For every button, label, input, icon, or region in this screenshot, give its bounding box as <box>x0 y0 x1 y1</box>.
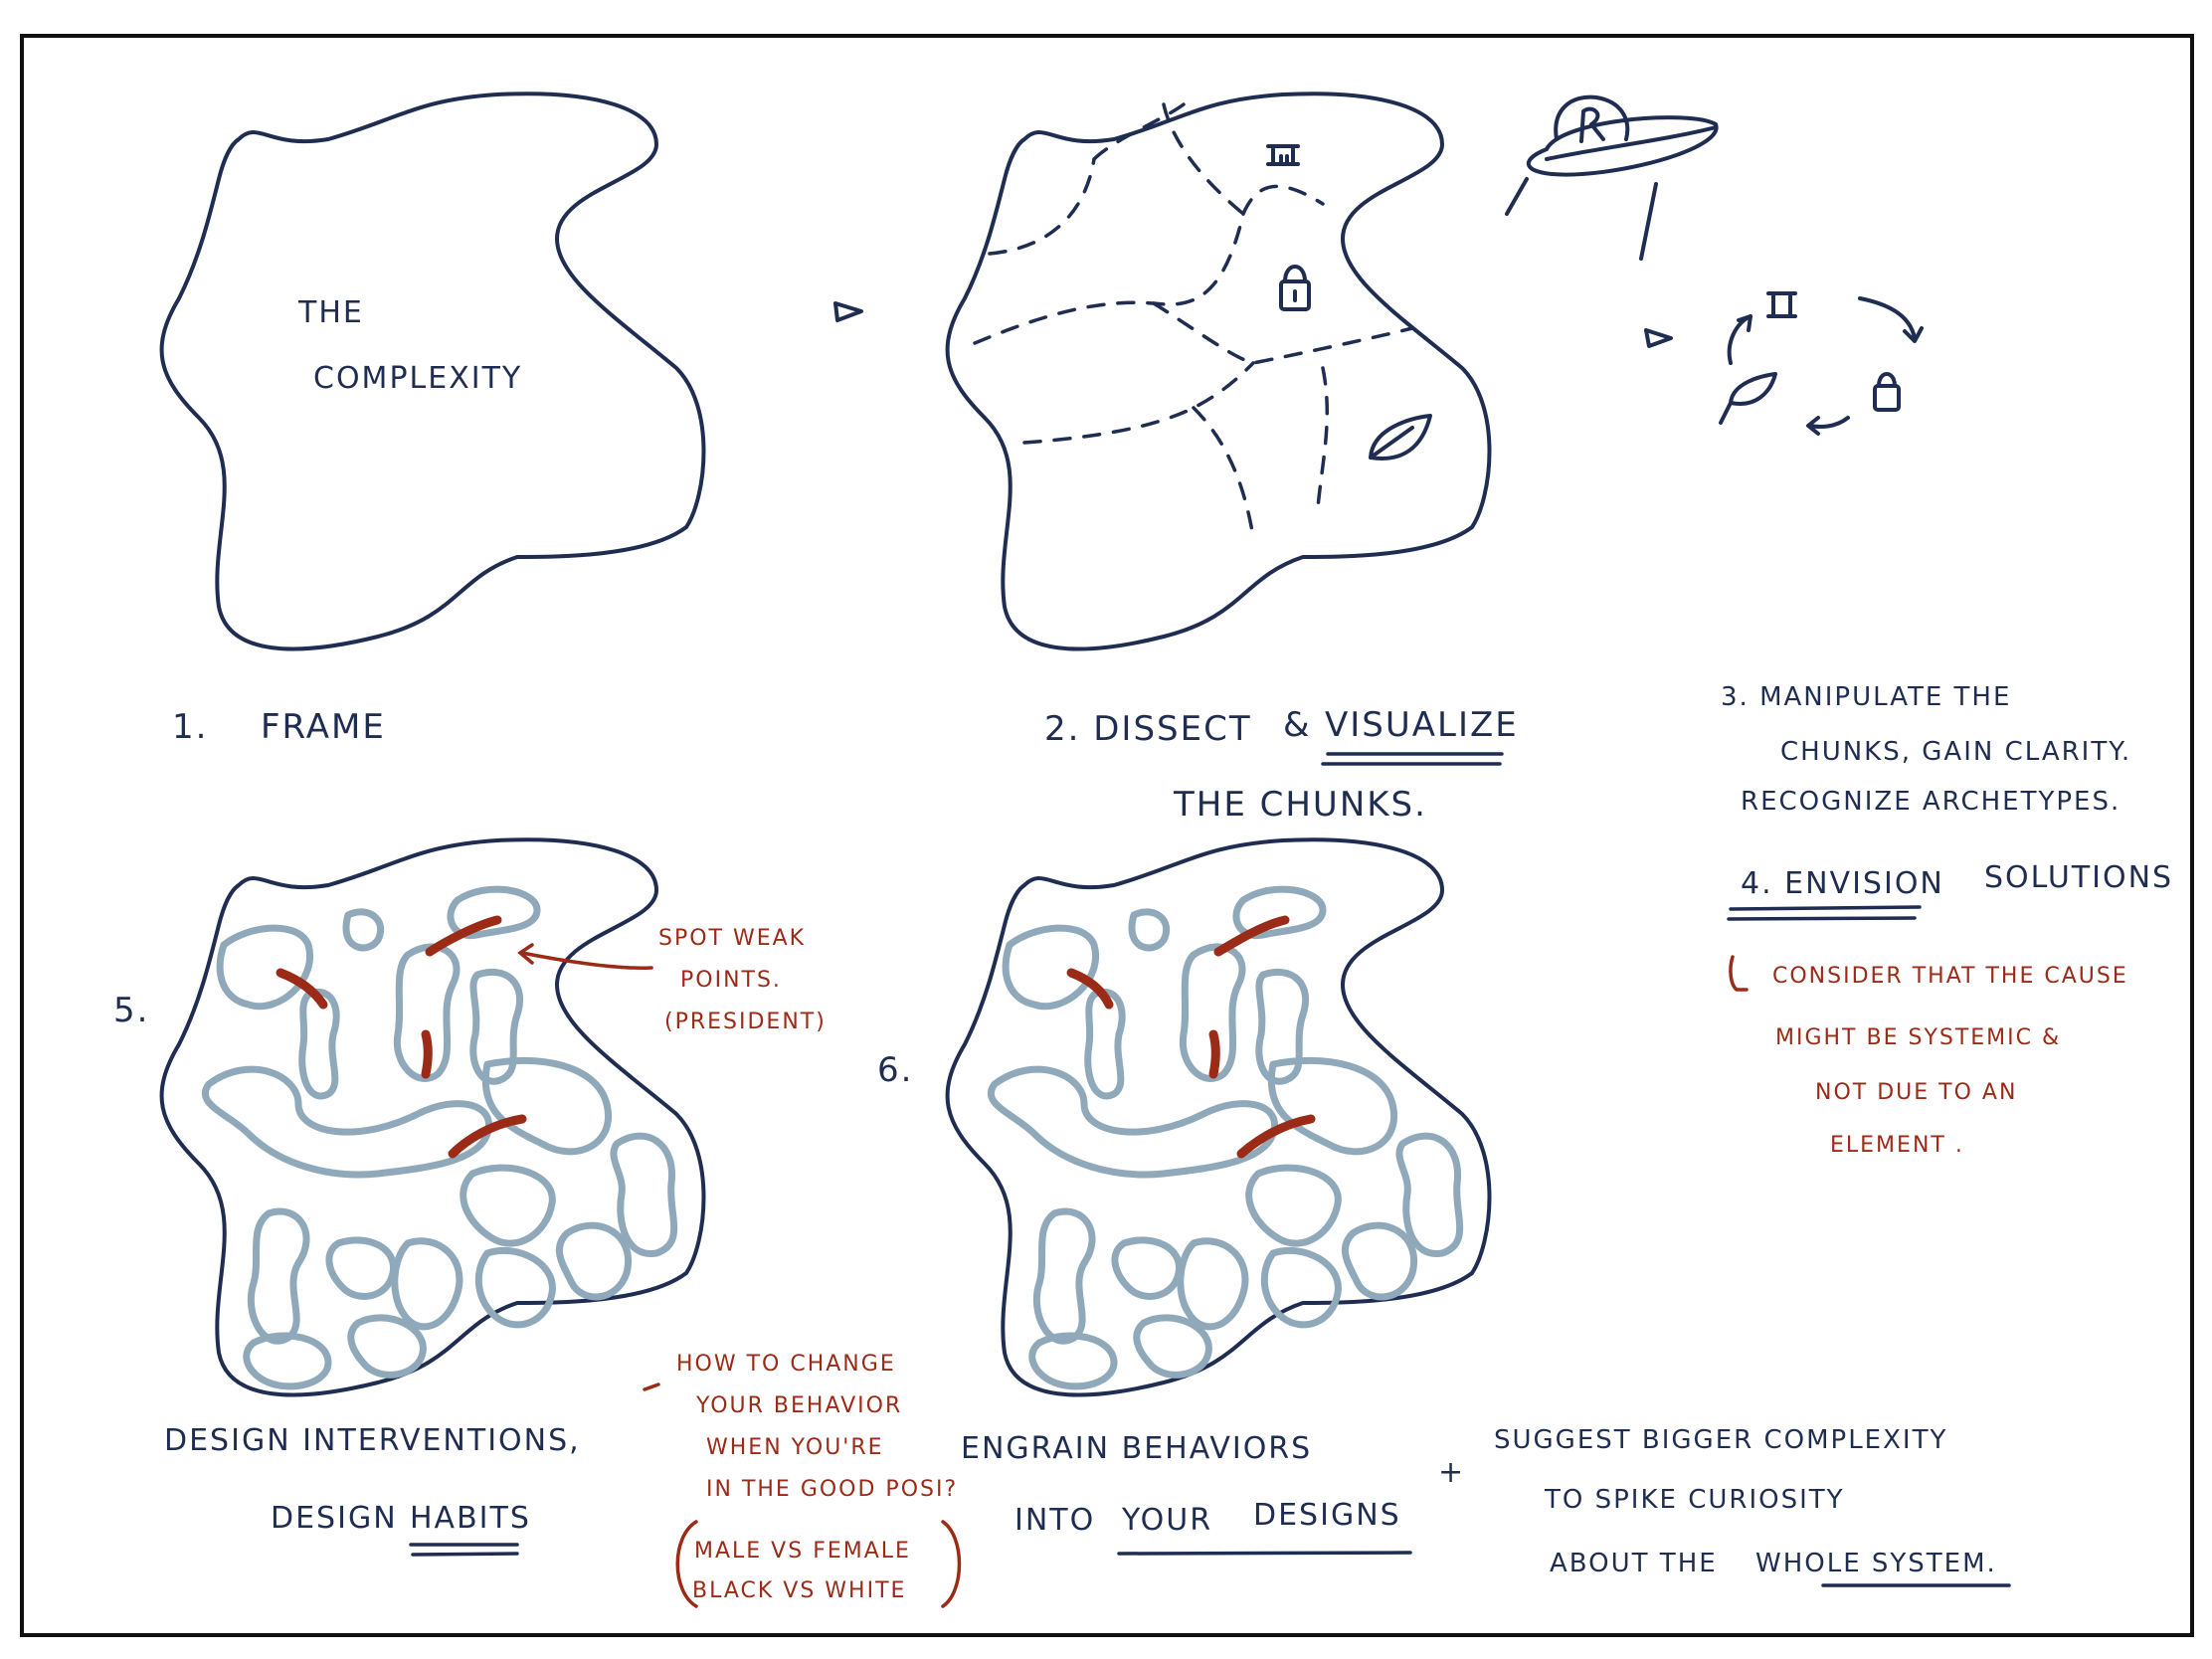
play-arrow-icon <box>1644 328 1673 348</box>
leaf-icon <box>1369 414 1432 461</box>
designs-underline <box>1117 1551 1412 1556</box>
paren-right <box>941 1520 962 1608</box>
step-6-caption-designs: DESIGNS <box>1253 1498 1401 1533</box>
bigger-complexity-line2: TO SPIKE CURIOSITY <box>1545 1485 1845 1515</box>
behavior-note-paren2: BLACK VS WHITE <box>692 1578 907 1603</box>
step-4-solutions: SOLUTIONS <box>1984 860 2174 895</box>
step-6-caption-your: YOUR <box>1122 1503 1213 1538</box>
step-5-caption-habits: HABITS <box>410 1501 531 1536</box>
weak-points-line1: SPOT WEAK <box>658 926 807 951</box>
complexity-label-line1: THE <box>298 295 364 330</box>
step-4-note-line1: CONSIDER THAT THE CAUSE <box>1772 964 2128 989</box>
step-4-note-line2: MIGHT BE SYSTEMIC & <box>1775 1025 2062 1050</box>
behavior-note-line4: IN THE GOOD POSI? <box>706 1477 959 1502</box>
panel-6-behaviors-shape <box>945 837 1492 1397</box>
step-6-caption-line1: ENGRAIN BEHAVIORS <box>961 1431 1313 1466</box>
panel-5-weak-points-shape <box>159 837 706 1397</box>
step-3-line1: 3. MANIPULATE THE <box>1721 682 2012 712</box>
lock-icon <box>1279 265 1311 311</box>
play-arrow-icon <box>833 301 863 322</box>
step-4-note-line4: ELEMENT . <box>1830 1133 1964 1158</box>
step-3-line2: CHUNKS, GAIN CLARITY. <box>1780 737 2132 767</box>
bigger-complexity-whole-system: WHOLE SYSTEM. <box>1755 1549 1997 1578</box>
bigger-complexity-line1: SUGGEST BIGGER COMPLEXITY <box>1494 1425 1948 1455</box>
panel-5-number: 5. <box>113 991 150 1030</box>
paren-left <box>675 1520 698 1608</box>
plus-sign: + <box>1438 1455 1466 1490</box>
panel-6-number: 6. <box>877 1050 914 1090</box>
step-4-note-line3: NOT DUE TO AN <box>1815 1080 2018 1105</box>
gate-icon <box>1266 144 1300 166</box>
arrow-hook <box>1729 955 1749 992</box>
step-6-caption-into: INTO <box>1014 1503 1096 1538</box>
weak-points-line3: (PRESIDENT) <box>664 1010 827 1034</box>
habits-underline <box>409 1543 519 1557</box>
bigger-complexity-line3-prefix: ABOUT THE <box>1550 1549 1718 1578</box>
behavior-note-line1: HOW TO CHANGE <box>676 1352 896 1377</box>
step-2-line2: THE CHUNKS. <box>1174 785 1427 825</box>
step-5-caption-line1: DESIGN INTERVENTIONS, <box>164 1423 581 1458</box>
step-2-visualize: VISUALIZE <box>1325 705 1519 745</box>
step-4-prefix: 4. ENVISION <box>1741 866 1944 901</box>
panel-2-dissected-shape <box>945 92 1492 651</box>
sketch-frame <box>20 34 2194 1637</box>
dash-mark <box>643 1382 660 1391</box>
behavior-note-line3: WHEN YOU'RE <box>706 1435 884 1460</box>
step-3-line3: RECOGNIZE ARCHETYPES. <box>1741 787 2121 817</box>
step-1-label: FRAME <box>261 707 386 747</box>
complexity-label-line2: COMPLEXITY <box>313 361 523 396</box>
weak-points-line2: POINTS. <box>680 968 782 993</box>
step-2-amp: & <box>1283 705 1312 745</box>
solutions-underline <box>1727 905 1922 921</box>
step-2-line1-prefix: 2. DISSECT <box>1044 709 1252 749</box>
behavior-note-paren1: MALE VS FEMALE <box>694 1539 911 1564</box>
step-5-caption-design: DESIGN <box>271 1501 398 1536</box>
behavior-note-line2: YOUR BEHAVIOR <box>696 1393 903 1418</box>
step-1-number: 1. <box>172 707 209 747</box>
ufo-icon <box>1505 94 1719 261</box>
cycle-arrow-icon <box>1719 291 1924 436</box>
visualize-underline <box>1321 752 1504 766</box>
